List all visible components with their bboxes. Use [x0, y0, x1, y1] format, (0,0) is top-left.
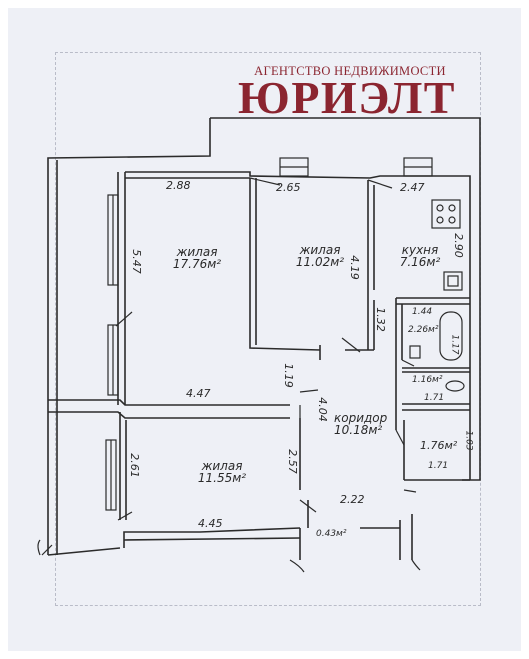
room-bath-area: 2.26м² [408, 325, 439, 335]
room-name: коридор [334, 411, 388, 425]
washbasin-icon [409, 345, 421, 359]
room-area: 11.02м² [295, 255, 345, 269]
dim-label: 2.57 [285, 449, 299, 474]
dim-label: 4.47 [186, 387, 211, 400]
dim-label: 2.90 [451, 233, 465, 258]
bathtub-icon [439, 311, 463, 361]
room-area: 11.55м² [197, 471, 247, 485]
fixtures [409, 199, 465, 392]
dim-label: 4.45 [198, 517, 223, 530]
dim-label: 1.44 [412, 307, 433, 317]
plan-sheet [8, 8, 521, 651]
room-niche-area: 0.43м² [316, 529, 347, 539]
agency-caption: АГЕНТСТВО НЕДВИЖИМОСТИ [254, 64, 446, 78]
room-name: жилая [201, 459, 243, 473]
room-name: жилая [299, 243, 341, 257]
sink-icon [443, 271, 463, 291]
room-name: жилая [176, 245, 218, 259]
room-closet-area: 1.76м² [420, 439, 458, 452]
dim-label: 4.04 [315, 397, 329, 422]
dim-label: 2.22 [340, 493, 365, 506]
stove-icon [431, 199, 461, 229]
dim-label: 2.65 [276, 181, 301, 194]
room-name: кухня [401, 243, 439, 257]
room-corridor: коридор 10.18м² [334, 412, 394, 436]
room-wc-area: 1.16м² [412, 375, 443, 385]
windows [105, 157, 433, 511]
room-area: 17.76м² [172, 257, 222, 271]
room-living-3: жилая 11.55м² [180, 460, 264, 484]
outer-walls [47, 117, 481, 560]
room-kitchen: кухня 7.16м² [392, 244, 448, 268]
room-living-2: жилая 11.02м² [278, 244, 362, 268]
dim-label: 2.61 [127, 453, 141, 478]
room-area: 10.18м² [334, 423, 383, 437]
dim-label: 1.71 [424, 393, 445, 403]
agency-logo: ЮРИЭЛТ [238, 72, 456, 123]
dim-label: 1.71 [428, 461, 449, 471]
dim-label: 1.03 [463, 430, 474, 451]
room-living-1: жилая 17.76м² [152, 246, 242, 270]
toilet-icon [445, 380, 465, 392]
dim-label: 1.32 [373, 307, 387, 332]
room-area: 7.16м² [399, 255, 441, 269]
dim-label: 1.19 [281, 363, 295, 388]
doors [37, 177, 421, 573]
dim-label: 2.47 [400, 181, 425, 194]
dim-label: 4.19 [347, 255, 361, 280]
dim-label: 2.88 [166, 179, 191, 192]
dim-label: 1.17 [449, 334, 460, 355]
dim-label: 5.47 [129, 249, 143, 274]
